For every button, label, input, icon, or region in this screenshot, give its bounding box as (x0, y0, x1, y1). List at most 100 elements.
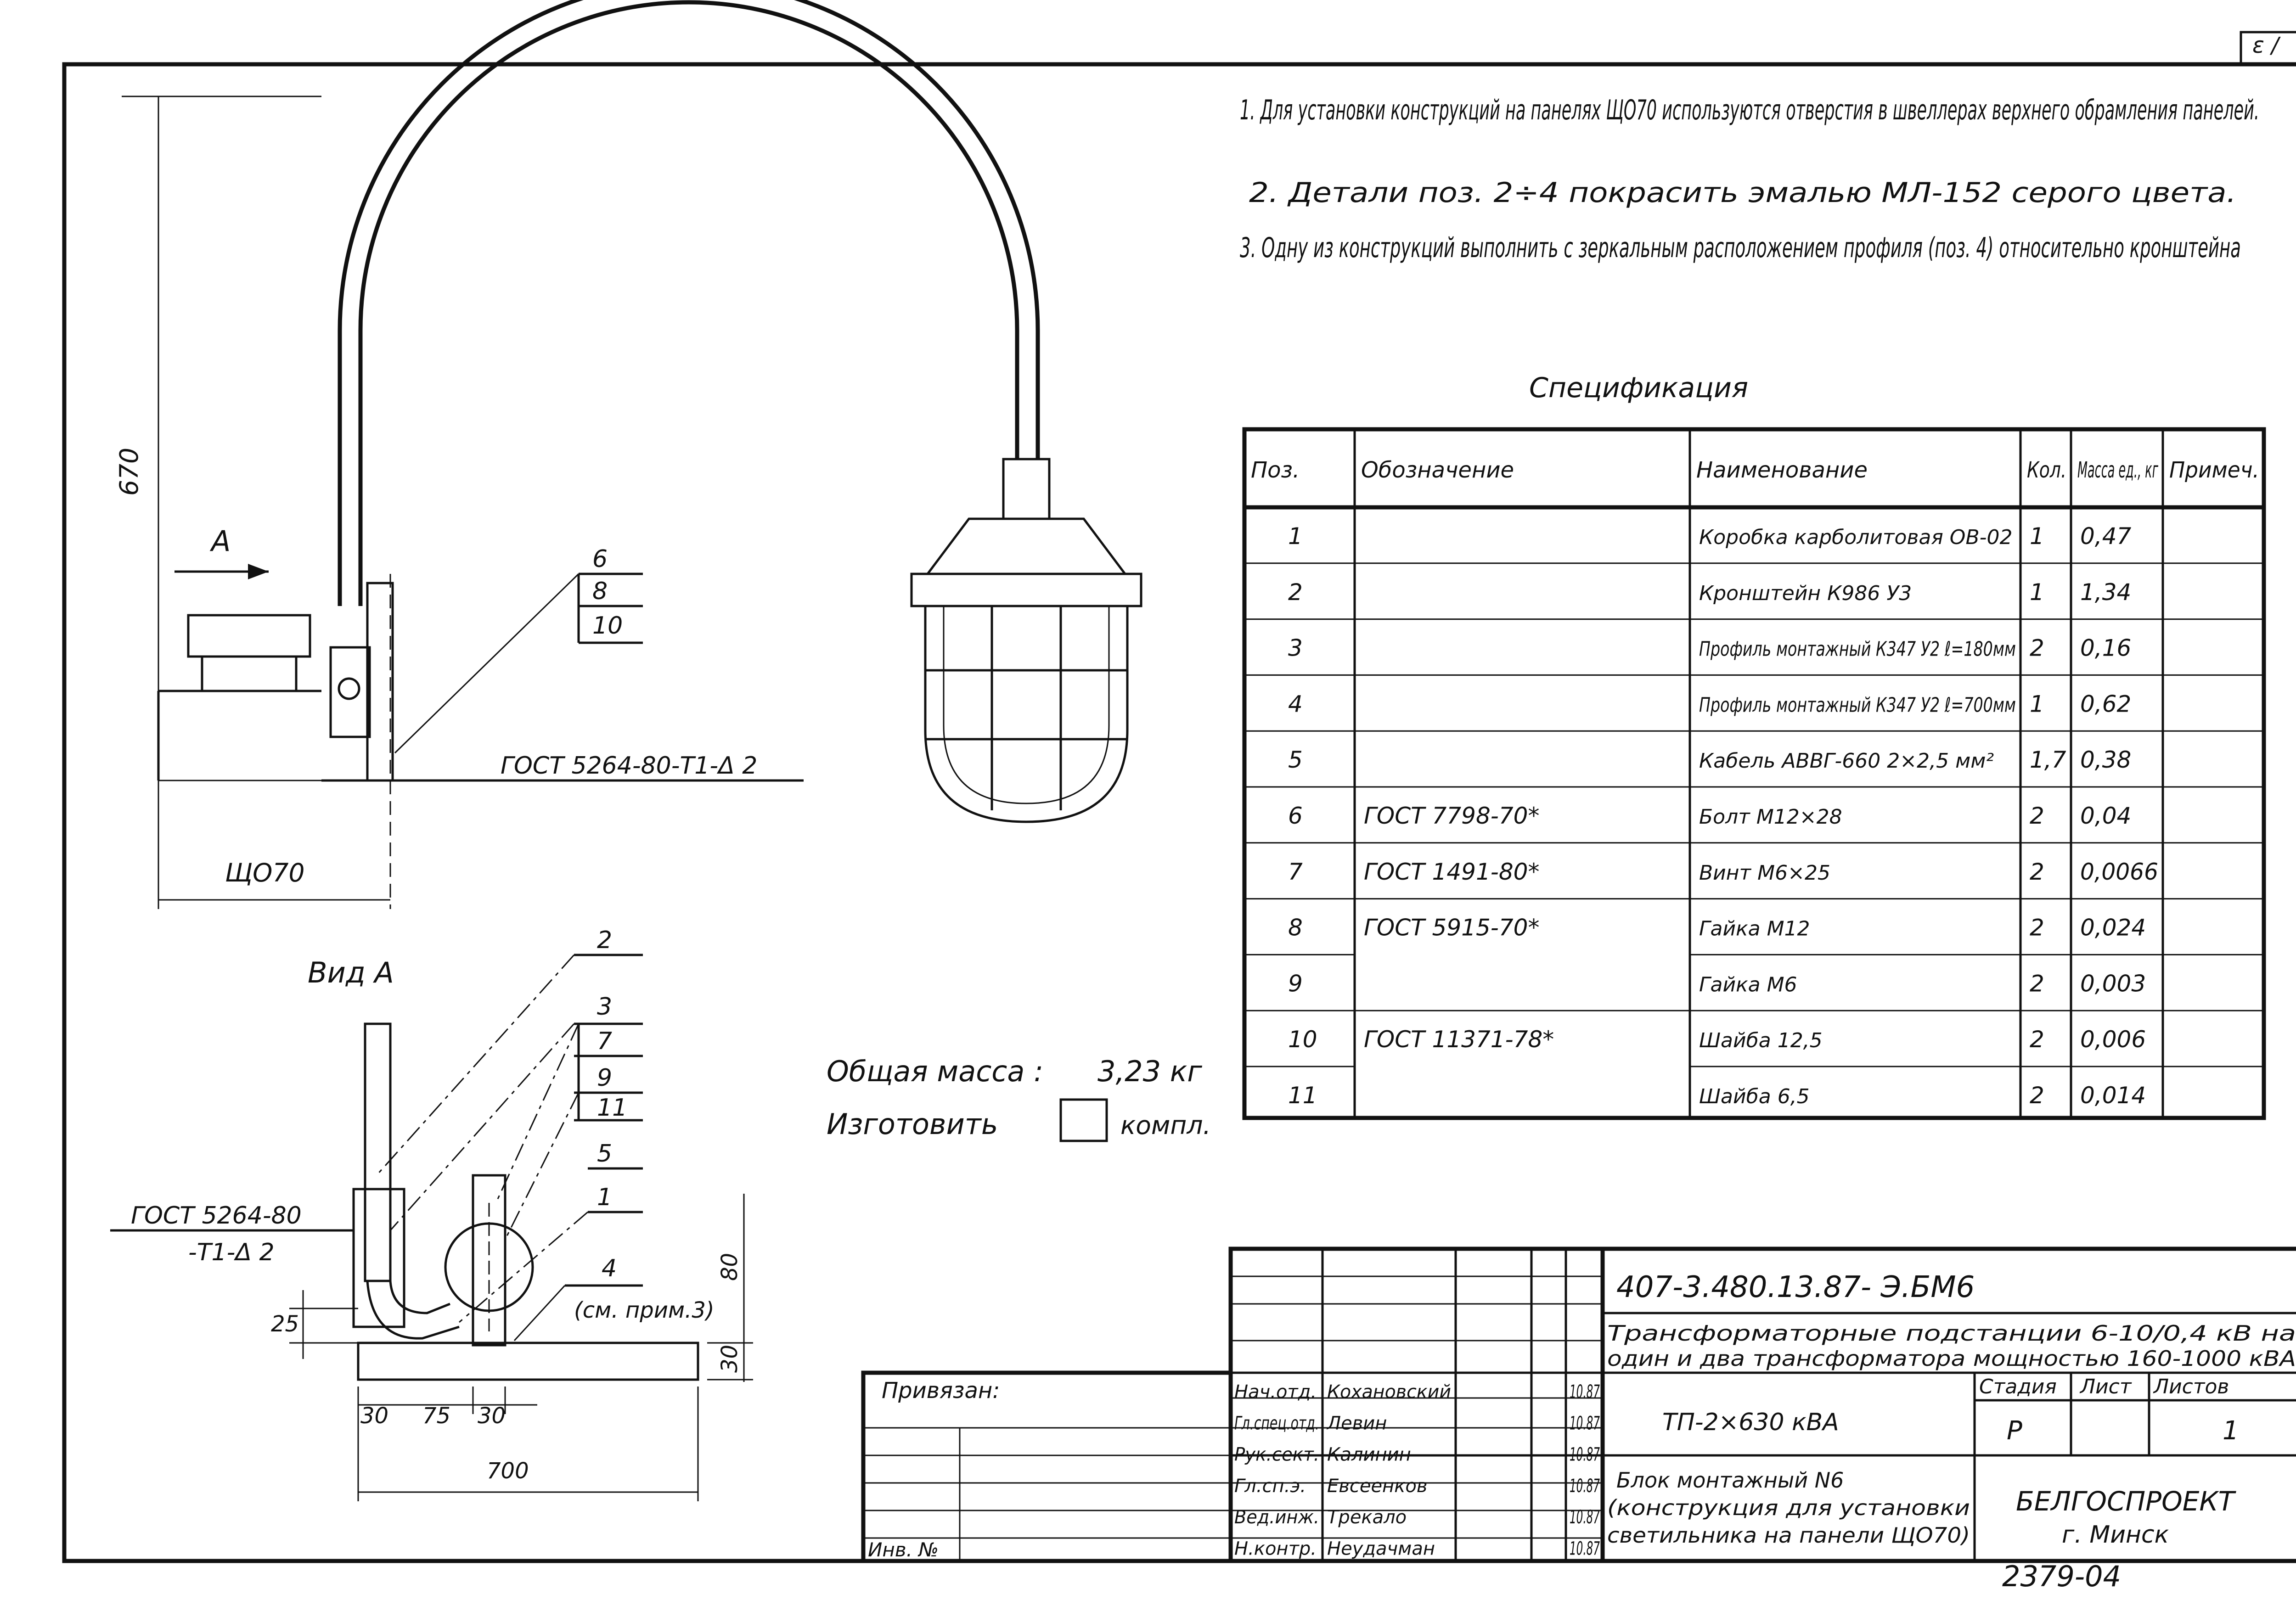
spec-title: Спецификация (1529, 372, 1748, 404)
staff-date-1: 10.87 (1570, 1381, 1600, 1403)
staff-name-5: Трекало (1327, 1507, 1407, 1528)
spec-cell-r3-c0: 3 (1288, 635, 1303, 662)
spec-cell-r4-c2: Профиль монтажный К347 У2 ℓ=700мм (1699, 693, 2016, 717)
callout-10: 10 (592, 612, 623, 640)
doc-number: 407-3.480.13.87- Э.БМ6 (1616, 1270, 1975, 1304)
inv-label: Инв. № (868, 1538, 939, 1561)
sheets-value: 1 (2223, 1416, 2239, 1446)
spec-cell-r1-c2: Коробка карболитовая ОВ-02 (1699, 526, 2013, 549)
staff-name-6: Неудачман (1327, 1538, 1435, 1560)
spec-header-0: Поз. (1251, 457, 1300, 483)
staff-date-3: 10.87 (1570, 1444, 1600, 1465)
spec-cell-r8-c3: 2 (2030, 915, 2044, 941)
dim-30-left: 30 (360, 1403, 388, 1429)
spec-cell-r2-c2: Кронштейн К986 У3 (1699, 582, 1912, 605)
note-2: 2. Детали поз. 2÷4 покрасить эмалью МЛ-1… (1249, 177, 2236, 209)
staff-role-4: Гл.сп.э. (1234, 1476, 1306, 1497)
callout-8: 8 (592, 578, 608, 605)
spec-cell-r8-c2: Гайка М12 (1699, 917, 1810, 941)
spec-cell-r7-c0: 7 (1288, 859, 1303, 885)
spec-cell-r11-c3: 2 (2030, 1082, 2044, 1109)
dim-80: 80 (717, 1253, 743, 1281)
callout-4: 4 (602, 1255, 617, 1282)
staff-role-2: Гл.спец.отд. (1234, 1413, 1319, 1434)
dim-30-vertical: 30 (717, 1345, 743, 1373)
spec-header-5: Примеч. (2169, 457, 2259, 483)
panel-label: ЩО70 (225, 858, 304, 887)
spec-cell-r1-c3: 1 (2030, 523, 2044, 550)
callout-6: 6 (592, 545, 608, 573)
callout-3: 3 (597, 993, 612, 1021)
spec-header-2: Наименование (1696, 457, 1868, 483)
staff-date-2: 10.87 (1570, 1413, 1600, 1434)
note-1: 1. Для установки конструкций на панелях … (1240, 94, 2259, 126)
spec-cell-r9-c3: 2 (2030, 970, 2044, 997)
staff-name-4: Евсеенков (1327, 1476, 1427, 1497)
staff-name-1: Кохановский (1327, 1381, 1451, 1403)
spec-cell-r9-c4: 0,003 (2080, 970, 2146, 997)
staff-role-5: Вед.инж. (1234, 1507, 1319, 1528)
spec-cell-r6-c2: Болт М12×28 (1699, 805, 1842, 829)
spec-cell-r7-c4: 0,0066 (2080, 859, 2158, 885)
staff-role-1: Нач.отд. (1234, 1381, 1317, 1403)
dim-30-right: 30 (478, 1403, 506, 1429)
spec-cell-r10-c0: 10 (1288, 1026, 1317, 1053)
footer-code: 2379-04 (2002, 1560, 2121, 1593)
callout-1: 1 (597, 1184, 612, 1211)
project-line-1: Трансформаторные подстанции 6-10/0,4 кВ … (1607, 1321, 2296, 1346)
staff-name-2: Левин (1326, 1413, 1387, 1434)
callout-9: 9 (597, 1064, 612, 1092)
organization: БЕЛГОСПРОЕКТ (2016, 1486, 2237, 1517)
spec-cell-r4-c3: 1 (2030, 691, 2044, 717)
spec-cell-r6-c3: 2 (2030, 803, 2044, 829)
mass-label: Общая масса : (827, 1055, 1043, 1088)
spec-cell-r1-c4: 0,47 (2080, 523, 2132, 550)
spec-cell-r11-c2: Шайба 6,5 (1699, 1085, 1810, 1108)
mass-value: 3,23 кг (1097, 1055, 1202, 1088)
description-2: (конструкция для установки (1607, 1495, 1970, 1520)
spec-cell-r6-c4: 0,04 (2080, 803, 2131, 829)
spec-header-1: Обозначение (1361, 457, 1514, 483)
spec-cell-r8-c0: 8 (1288, 915, 1303, 941)
spec-cell-r10-c4: 0,006 (2080, 1026, 2146, 1053)
staff-date-4: 10.87 (1570, 1476, 1600, 1497)
spec-cell-r3-c4: 0,16 (2080, 635, 2131, 662)
make-label: Изготовить (827, 1107, 998, 1141)
gost-weld-view-1: ГОСТ 5264-80 (131, 1202, 302, 1229)
dim-700: 700 (487, 1458, 529, 1484)
spec-cell-r3-c3: 2 (2030, 635, 2044, 662)
spec-cell-r8-c1: ГОСТ 5915-70* (1364, 915, 1539, 941)
spec-cell-r9-c0: 9 (1288, 970, 1303, 997)
dim-25: 25 (271, 1311, 299, 1337)
spec-cell-r5-c2: Кабель АВВГ-660 2×2,5 мм² (1699, 749, 1994, 773)
spec-cell-r5-c3: 1,7 (2030, 747, 2066, 773)
spec-cell-r6-c0: 6 (1288, 803, 1303, 829)
callout-2: 2 (597, 926, 612, 954)
spec-cell-r10-c3: 2 (2030, 1026, 2044, 1053)
bound-label: Привязан: (882, 1378, 1000, 1404)
view-a-title: Вид А (308, 956, 394, 989)
gost-weld-view-2: -Т1-Δ 2 (188, 1239, 275, 1266)
spec-cell-r10-c2: Шайба 12,5 (1699, 1029, 1823, 1052)
spec-cell-r2-c4: 1,34 (2080, 579, 2131, 606)
spec-cell-r3-c2: Профиль монтажный К347 У2 ℓ=180мм (1699, 638, 2016, 661)
tp-label: ТП-2×630 кВА (1662, 1409, 1839, 1436)
stage-value: Р (2007, 1416, 2022, 1446)
spec-header-3: Кол. (2027, 457, 2066, 483)
city: г. Минск (2062, 1521, 2169, 1549)
spec-cell-r4-c4: 0,62 (2080, 691, 2131, 717)
spec-cell-r9-c2: Гайка М6 (1699, 973, 1797, 996)
view-a-drawing: Вид А 2 3 7 9 11 5 1 4 (см. прим.3) (110, 926, 753, 1501)
spec-cell-r10-c1: ГОСТ 11371-78* (1364, 1026, 1554, 1053)
spec-cell-r5-c0: 5 (1288, 747, 1303, 773)
callout-5: 5 (597, 1140, 612, 1168)
spec-cell-r7-c1: ГОСТ 1491-80* (1364, 859, 1539, 885)
description-1: Блок монтажный N6 (1616, 1468, 1844, 1493)
spec-cell-r7-c2: Винт М6×25 (1699, 861, 1830, 885)
spec-cell-r11-c4: 0,014 (2080, 1082, 2146, 1109)
spec-cell-r2-c0: 2 (1288, 579, 1303, 606)
staff-date-5: 10.87 (1570, 1507, 1600, 1528)
project-line-2: один и два трансформатора мощностью 160-… (1607, 1346, 2296, 1371)
